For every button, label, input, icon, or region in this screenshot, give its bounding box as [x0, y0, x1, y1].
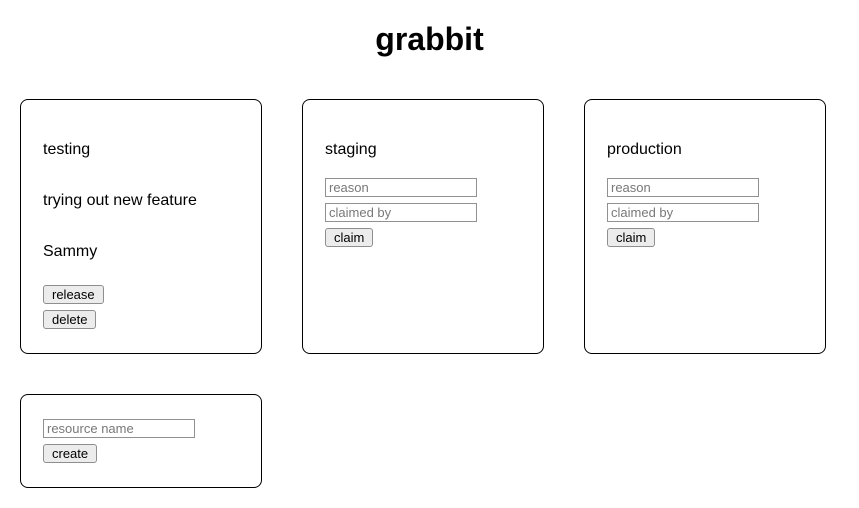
- create-resource-card: create: [20, 394, 262, 488]
- reason-input[interactable]: [325, 178, 477, 197]
- resource-name-label: testing: [43, 141, 91, 158]
- resource-card-staging: staging claim: [302, 99, 544, 354]
- page-title: grabbit: [375, 21, 484, 57]
- create-button[interactable]: create: [43, 444, 98, 463]
- resource-card-production: production claim: [584, 99, 826, 354]
- resource-board: testing trying out new feature Sammy rel…: [0, 79, 859, 508]
- claimed-by-input[interactable]: [607, 203, 759, 222]
- claim-button[interactable]: claim: [325, 228, 374, 247]
- resource-name-label: production: [607, 141, 682, 158]
- resource-reason-label: trying out new feature: [43, 192, 197, 209]
- reason-input[interactable]: [607, 178, 759, 197]
- claim-button[interactable]: claim: [607, 228, 656, 247]
- release-button[interactable]: release: [43, 285, 104, 304]
- claimed-by-input[interactable]: [325, 203, 477, 222]
- resource-name-input[interactable]: [43, 419, 195, 438]
- resource-claimed-by-label: Sammy: [43, 243, 98, 260]
- resource-name-label: staging: [325, 141, 377, 158]
- resource-card-testing: testing trying out new feature Sammy rel…: [20, 99, 262, 354]
- delete-button[interactable]: delete: [43, 310, 97, 329]
